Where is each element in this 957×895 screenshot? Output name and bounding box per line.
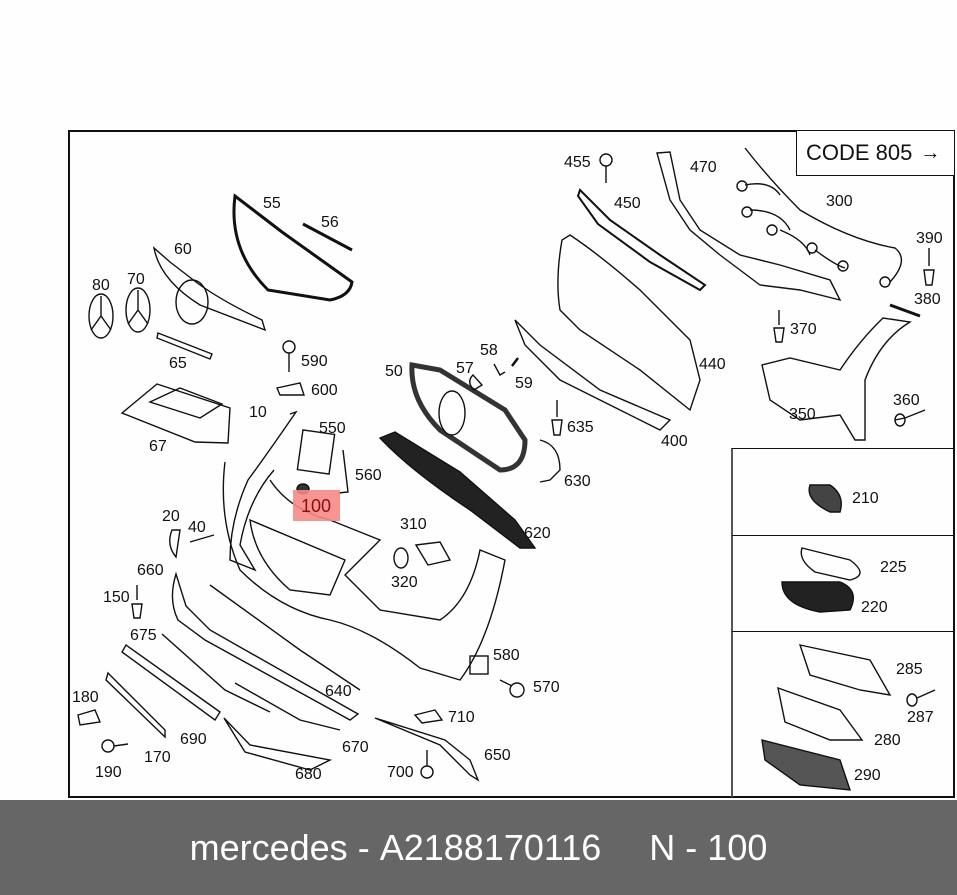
part-label-210[interactable]: 210	[852, 490, 879, 507]
part-label-310[interactable]: 310	[400, 516, 427, 533]
part-label-470[interactable]: 470	[690, 159, 717, 176]
part-label-287[interactable]: 287	[907, 709, 934, 726]
part-label-65[interactable]: 65	[169, 355, 187, 372]
part-label-100[interactable]: 100	[301, 496, 332, 516]
highlight-part-100	[293, 490, 340, 521]
part-label-67[interactable]: 67	[149, 438, 167, 455]
code-805-box: CODE 805 →	[796, 130, 955, 176]
part-label-680[interactable]: 680	[295, 766, 322, 783]
part-label-710[interactable]: 710	[448, 709, 475, 726]
footer-bar: mercedes - A2188170116 N - 100	[0, 800, 957, 895]
part-label-360[interactable]: 360	[893, 392, 920, 409]
part-label-600[interactable]: 600	[311, 382, 338, 399]
part-label-70[interactable]: 70	[127, 271, 145, 288]
diagram-canvas: CODE 805 → 10 20 40 50 55 56 57 58 59 60 65 67 70 80 1…	[68, 130, 955, 798]
variant-panel-210	[731, 448, 955, 536]
variant-panel-220-225	[731, 535, 955, 632]
part-label-650[interactable]: 650	[484, 747, 511, 764]
part-label-670[interactable]: 670	[342, 739, 369, 756]
part-label-390[interactable]: 390	[916, 230, 943, 247]
part-label-50[interactable]: 50	[385, 363, 403, 380]
part-label-190[interactable]: 190	[95, 764, 122, 781]
part-label-55[interactable]: 55	[263, 195, 281, 212]
part-label-58[interactable]: 58	[480, 342, 498, 359]
part-label-660[interactable]: 660	[137, 562, 164, 579]
part-label-700[interactable]: 700	[387, 764, 414, 781]
part-label-590[interactable]: 590	[301, 353, 328, 370]
part-label-280[interactable]: 280	[874, 732, 901, 749]
part-label-690[interactable]: 690	[180, 731, 207, 748]
part-label-440[interactable]: 440	[699, 356, 726, 373]
part-label-59[interactable]: 59	[515, 375, 533, 392]
footer-position-prefix: N	[649, 826, 676, 868]
part-label-400[interactable]: 400	[661, 433, 688, 450]
parts-drawing	[77, 147, 936, 791]
part-label-170[interactable]: 170	[144, 749, 171, 766]
part-label-56[interactable]: 56	[321, 214, 339, 231]
part-label-570[interactable]: 570	[533, 679, 560, 696]
part-label-225[interactable]: 225	[880, 559, 907, 576]
footer-position-number: 100	[707, 826, 768, 868]
part-label-380[interactable]: 380	[914, 291, 941, 308]
part-label-370[interactable]: 370	[790, 321, 817, 338]
footer-separator: -	[357, 826, 370, 868]
part-label-580[interactable]: 580	[493, 647, 520, 664]
part-label-80[interactable]: 80	[92, 277, 110, 294]
part-label-550[interactable]: 550	[319, 420, 346, 437]
part-label-675[interactable]: 675	[130, 627, 157, 644]
part-label-60[interactable]: 60	[174, 241, 192, 258]
part-label-455[interactable]: 455	[564, 154, 591, 171]
part-label-10[interactable]: 10	[249, 404, 267, 421]
part-label-450[interactable]: 450	[614, 195, 641, 212]
part-label-635[interactable]: 635	[567, 419, 594, 436]
part-label-350[interactable]: 350	[789, 406, 816, 423]
footer-position-separator: -	[685, 826, 698, 868]
part-label-300[interactable]: 300	[826, 193, 853, 210]
variant-panel-280-290	[731, 631, 955, 798]
part-label-630[interactable]: 630	[564, 473, 591, 490]
part-label-320[interactable]: 320	[391, 574, 418, 591]
footer-brand: mercedes	[189, 826, 348, 868]
part-label-560[interactable]: 560	[355, 467, 382, 484]
part-label-150[interactable]: 150	[103, 589, 130, 606]
part-label-620[interactable]: 620	[524, 525, 551, 542]
arrow-right-icon: →	[920, 141, 941, 164]
footer-part-number: A2188170116	[379, 826, 602, 868]
code-805-text: CODE 805	[806, 140, 913, 165]
part-label-57[interactable]: 57	[456, 360, 474, 377]
part-label-640[interactable]: 640	[325, 683, 352, 700]
part-label-290[interactable]: 290	[854, 767, 881, 784]
part-label-180[interactable]: 180	[72, 689, 99, 706]
part-label-40[interactable]: 40	[188, 519, 206, 536]
part-label-285[interactable]: 285	[896, 661, 923, 678]
grille-frame-55-icon	[232, 193, 354, 302]
part-label-220[interactable]: 220	[861, 599, 888, 616]
part-label-20[interactable]: 20	[162, 508, 180, 525]
